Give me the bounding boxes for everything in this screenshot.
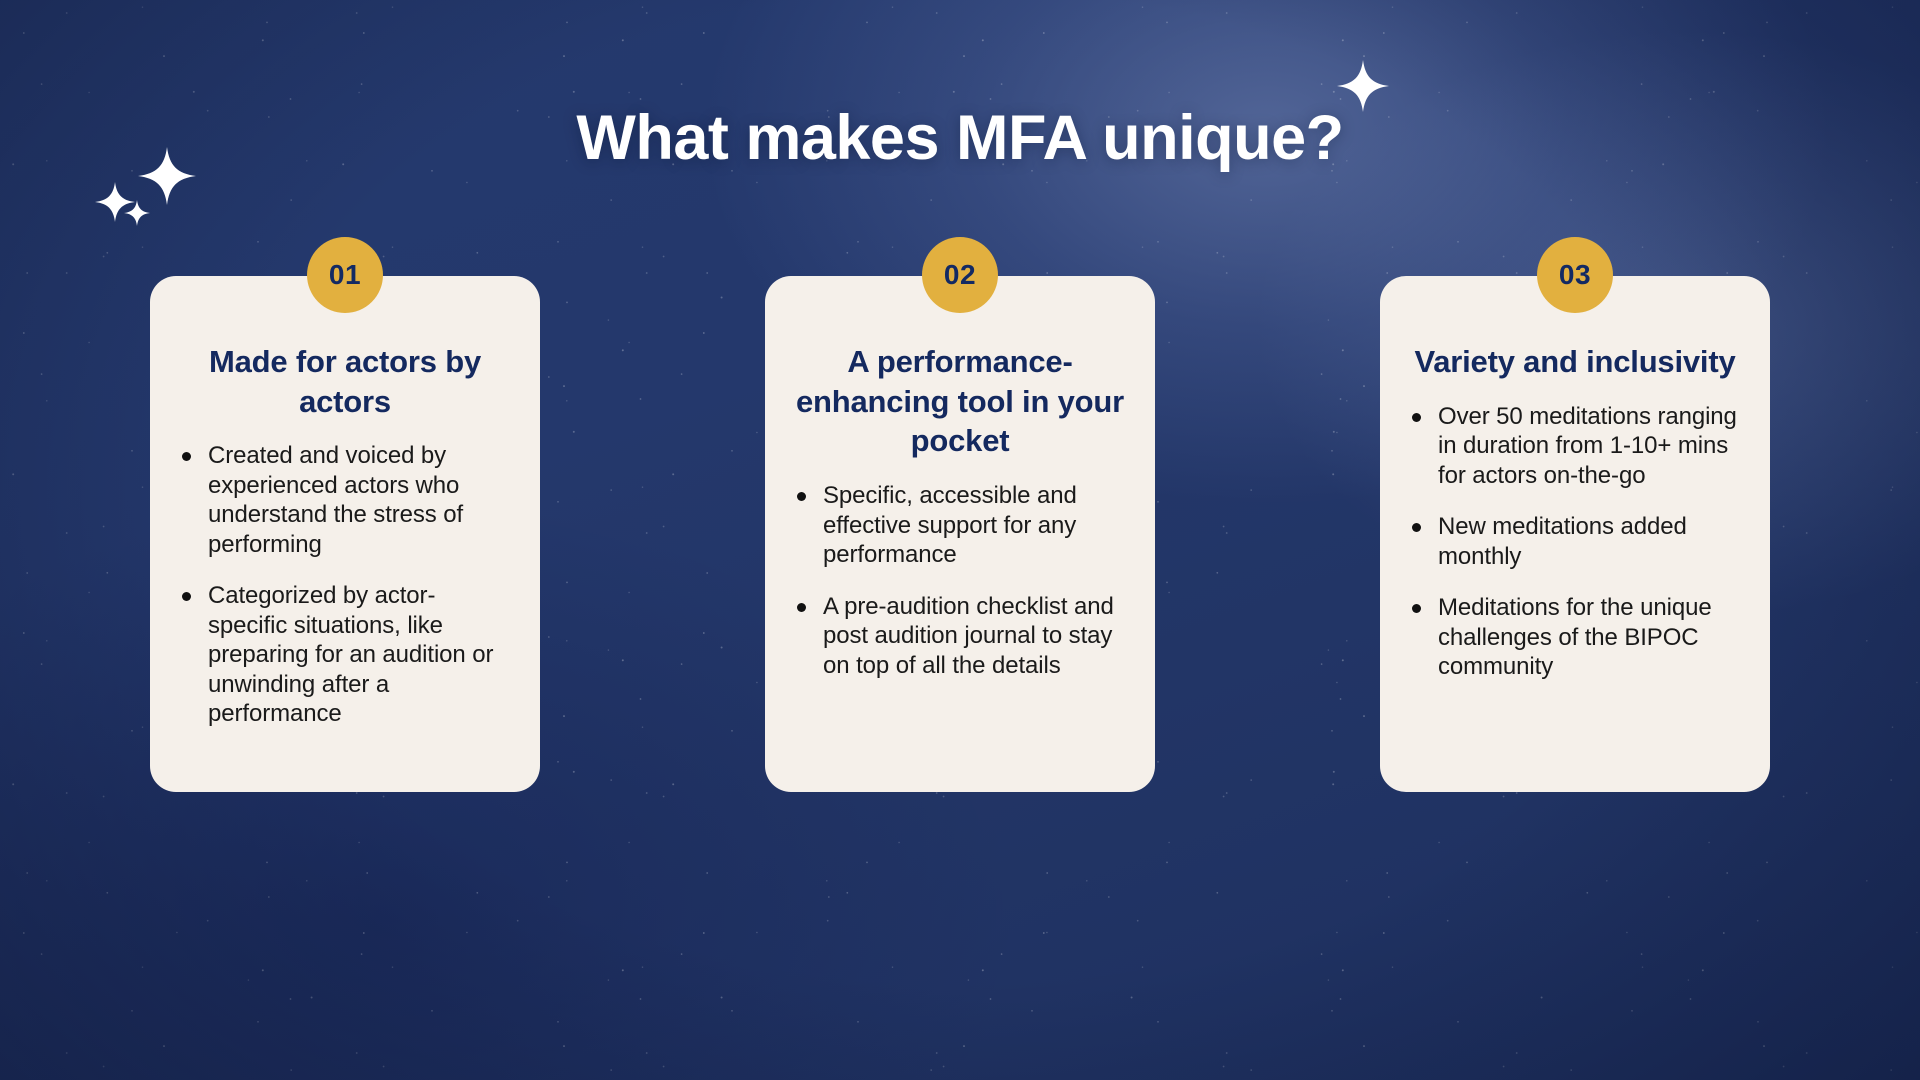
list-item: New meditations added monthly [1406, 512, 1744, 571]
bullet-text: Meditations for the unique challenges of… [1438, 594, 1712, 681]
card-number-badge-03: 03 [1537, 237, 1613, 313]
feature-card-03: 03 Variety and inclusivity Over 50 medit… [1380, 237, 1770, 792]
sparkle-large-left-icon [138, 147, 196, 205]
card-title-02: A performance-enhancing tool in your poc… [796, 344, 1124, 459]
feature-card-row: 01 Made for actors by actors Created and… [150, 237, 1770, 792]
sparkle-tiny-left-icon [124, 200, 150, 226]
list-item: Over 50 meditations ranging in duration … [1406, 402, 1744, 491]
bullet-dot-icon [182, 452, 191, 462]
bullet-text: Categorized by actor-specific situations… [208, 582, 494, 728]
bullet-dot-icon [1412, 523, 1421, 533]
bullet-text: Created and voiced by experienced actors… [208, 442, 464, 558]
page-title: What makes MFA unique? [576, 103, 1344, 173]
card-bullet-list-03: Over 50 meditations ranging in duration … [1406, 402, 1744, 682]
list-item: Specific, accessible and effective suppo… [791, 481, 1129, 570]
list-item: Categorized by actor-specific situations… [176, 581, 514, 729]
bullet-dot-icon [182, 592, 191, 602]
card-number-badge-01: 01 [307, 237, 383, 313]
card-bullet-list-02: Specific, accessible and effective suppo… [791, 481, 1129, 680]
bullet-text: Over 50 meditations ranging in duration … [1438, 402, 1737, 489]
card-title-01: Made for actors by actors [208, 344, 482, 419]
feature-card-02: 02 A performance-enhancing tool in your … [765, 237, 1155, 792]
sparkle-top-right-icon [1337, 60, 1389, 112]
card-number-badge-02: 02 [922, 237, 998, 313]
card-title-03: Variety and inclusivity [1414, 344, 1736, 379]
bullet-dot-icon [797, 492, 806, 502]
bullet-dot-icon [1412, 412, 1421, 422]
list-item: A pre-audition checklist and post auditi… [791, 592, 1129, 681]
bullet-dot-icon [1412, 604, 1421, 614]
list-item: Meditations for the unique challenges of… [1406, 593, 1744, 682]
bullet-dot-icon [797, 602, 806, 612]
card-bullet-list-01: Created and voiced by experienced actors… [176, 441, 514, 729]
list-item: Created and voiced by experienced actors… [176, 441, 514, 559]
feature-card-01: 01 Made for actors by actors Created and… [150, 237, 540, 792]
bullet-text: A pre-audition checklist and post auditi… [823, 592, 1114, 679]
bullet-text: New meditations added monthly [1438, 513, 1687, 570]
bullet-text: Specific, accessible and effective suppo… [823, 482, 1077, 569]
sparkle-small-left-icon [95, 182, 135, 222]
